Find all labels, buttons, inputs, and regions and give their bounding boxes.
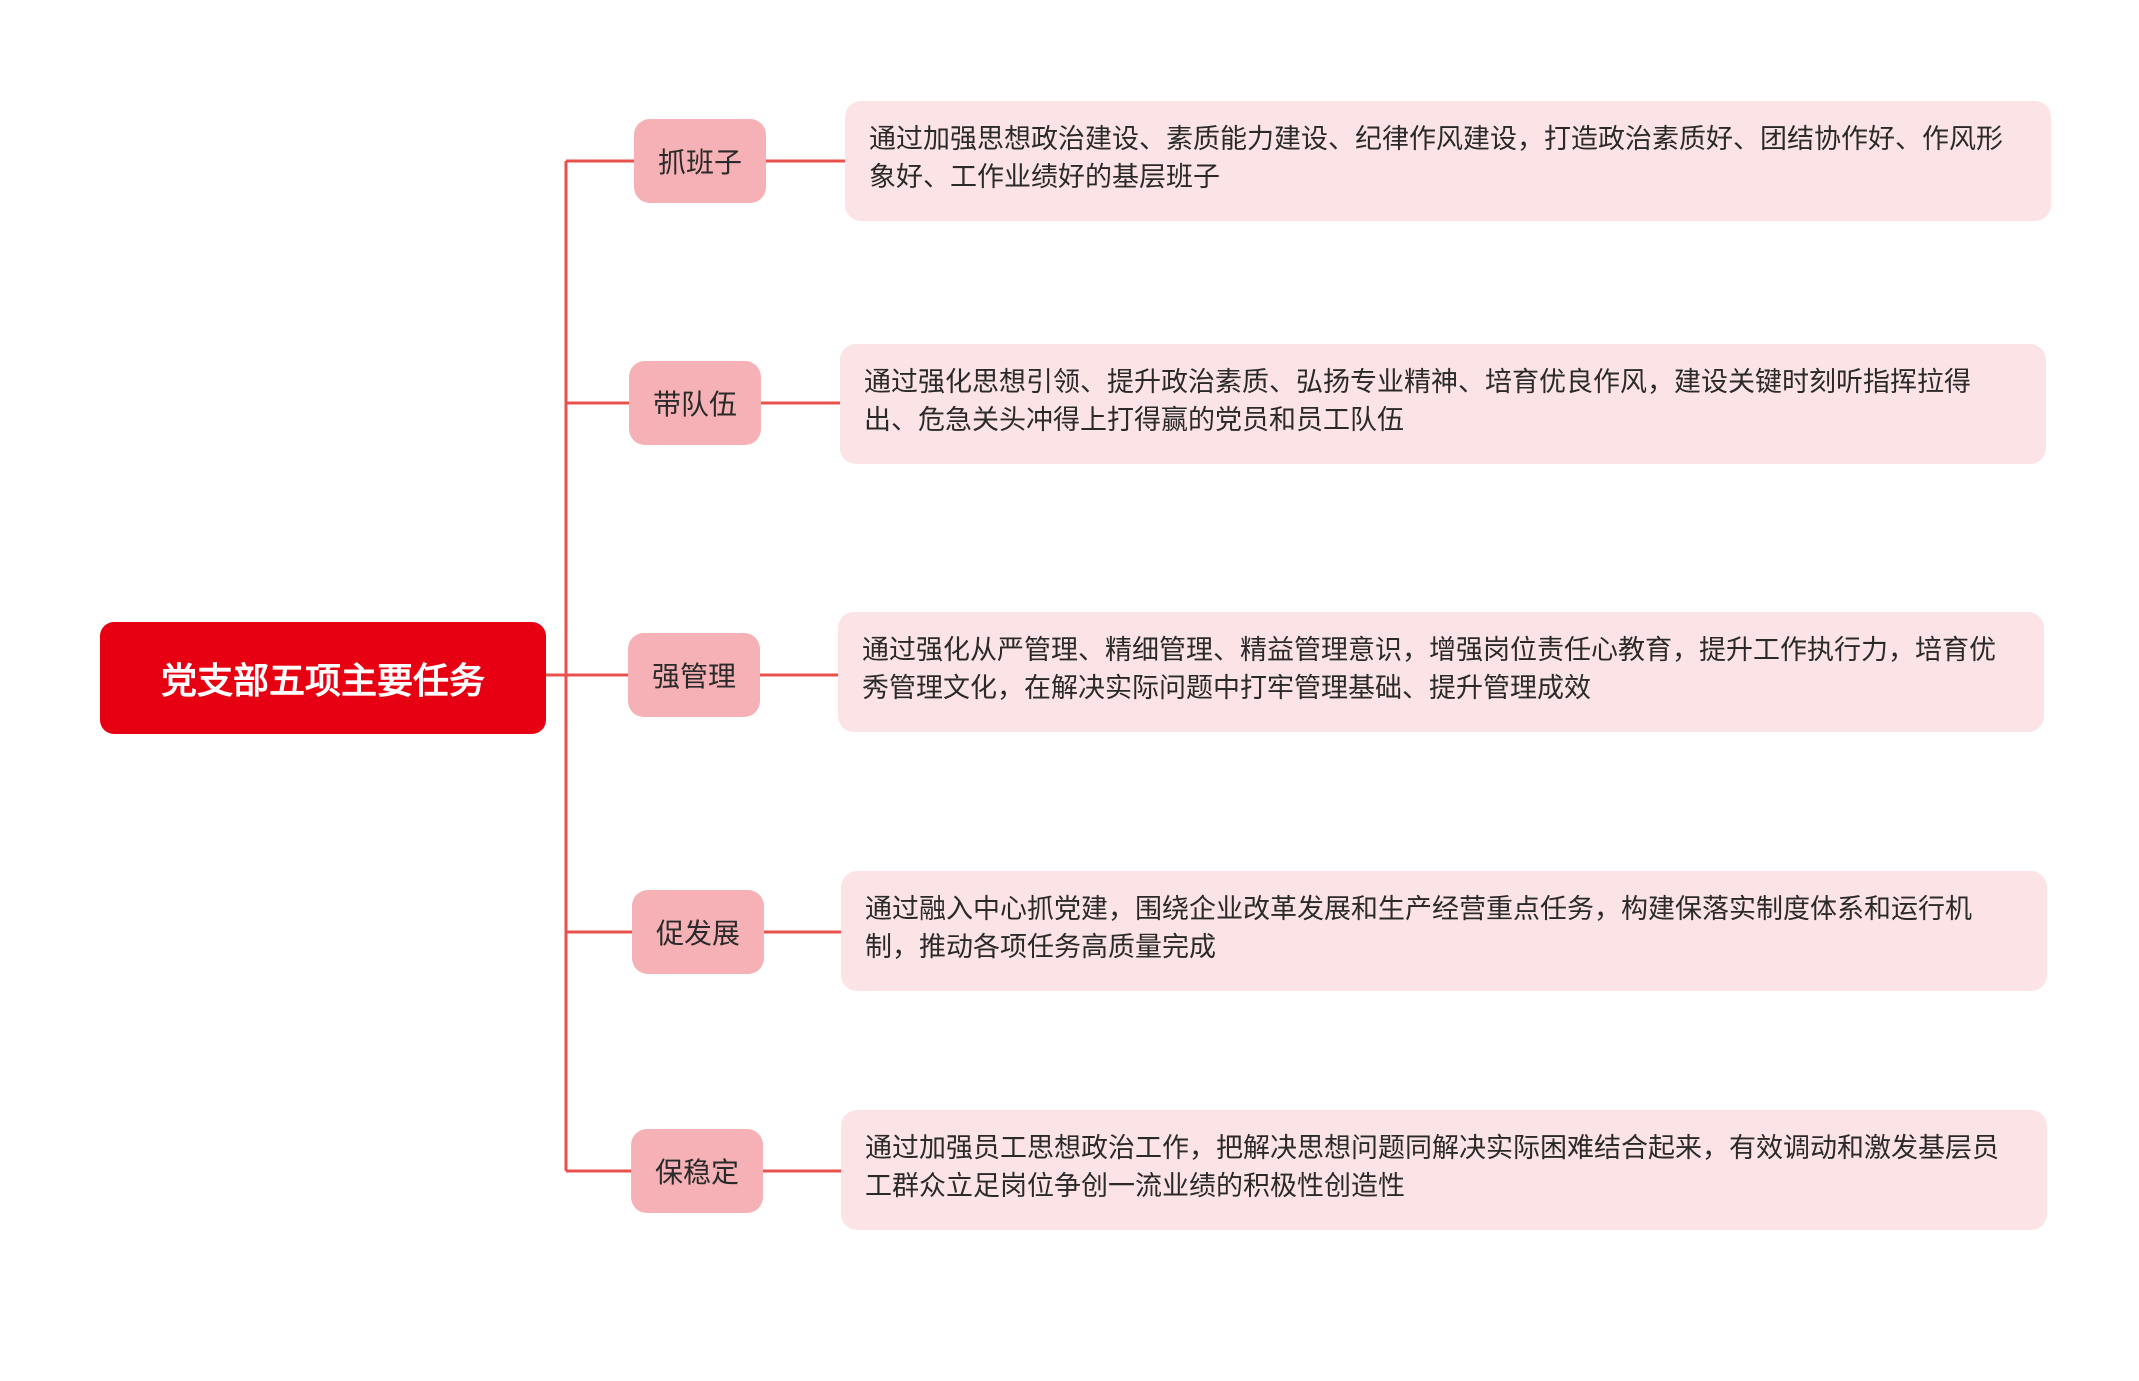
branch-topic-3[interactable]: 强管理: [628, 633, 760, 717]
branch-topic-5[interactable]: 保稳定: [631, 1129, 763, 1213]
branch-description-text: 通过强化思想引领、提升政治素质、弘扬专业精神、培育优良作风，建设关键时刻听指挥拉…: [864, 367, 1971, 436]
branch-description-text: 通过加强员工思想政治工作，把解决思想问题同解决实际困难结合起来，有效调动和激发基…: [865, 1133, 1999, 1202]
branch-description-3[interactable]: 通过强化从严管理、精细管理、精益管理意识，增强岗位责任心教育，提升工作执行力，培…: [838, 612, 2044, 732]
root-topic-label: 党支部五项主要任务: [160, 661, 485, 702]
root-topic[interactable]: 党支部五项主要任务: [100, 622, 546, 734]
branch-topic-label: 抓班子: [657, 146, 742, 179]
branch-description-text: 通过强化从严管理、精细管理、精益管理意识，增强岗位责任心教育，提升工作执行力，培…: [862, 635, 1996, 704]
branch-topic-label: 带队伍: [652, 388, 737, 421]
branch-description-text: 通过加强思想政治建设、素质能力建设、纪律作风建设，打造政治素质好、团结协作好、作…: [869, 124, 2003, 193]
branch-description-text: 通过融入中心抓党建，围绕企业改革发展和生产经营重点任务，构建保落实制度体系和运行…: [865, 894, 1972, 963]
branch-description-4[interactable]: 通过融入中心抓党建，围绕企业改革发展和生产经营重点任务，构建保落实制度体系和运行…: [841, 871, 2047, 991]
branch-topic-4[interactable]: 促发展: [632, 890, 764, 974]
branch-description-5[interactable]: 通过加强员工思想政治工作，把解决思想问题同解决实际困难结合起来，有效调动和激发基…: [841, 1110, 2047, 1230]
branch-topic-1[interactable]: 抓班子: [634, 119, 766, 203]
branch-topic-label: 强管理: [651, 660, 736, 693]
branch-description-2[interactable]: 通过强化思想引领、提升政治素质、弘扬专业精神、培育优良作风，建设关键时刻听指挥拉…: [840, 344, 2046, 464]
branch-description-1[interactable]: 通过加强思想政治建设、素质能力建设、纪律作风建设，打造政治素质好、团结协作好、作…: [845, 101, 2051, 221]
branch-topic-label: 保稳定: [654, 1156, 739, 1189]
branch-topic-2[interactable]: 带队伍: [629, 361, 761, 445]
branch-topic-label: 促发展: [655, 917, 740, 950]
